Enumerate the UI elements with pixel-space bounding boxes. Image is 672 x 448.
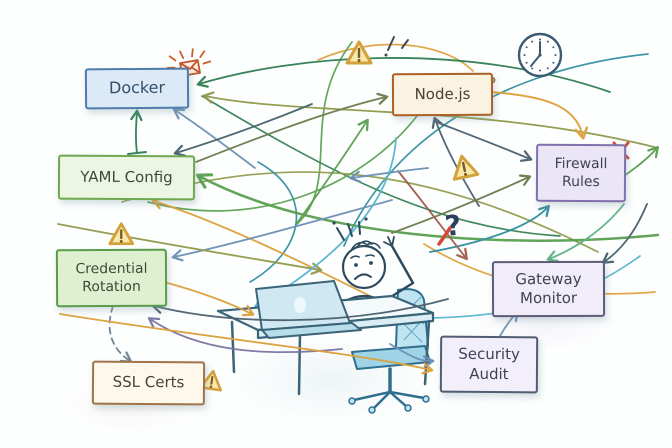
laptop bbox=[255, 280, 362, 339]
node-ssl-certs-label: SSL Certs bbox=[112, 372, 185, 392]
node-yaml-config-label: YAML Config bbox=[80, 167, 173, 186]
node-ssl-certs: SSL Certs bbox=[91, 360, 206, 406]
node-docker: Docker bbox=[84, 67, 190, 110]
red-tick-icon bbox=[437, 226, 452, 246]
warning-triangle-ssl-icon bbox=[199, 369, 223, 392]
exclaim-marks-icon bbox=[384, 36, 409, 57]
warning-triangle-credential-icon bbox=[108, 222, 135, 246]
node-gateway-monitor: Gateway Monitor bbox=[491, 260, 606, 318]
warning-triangle-mid-icon bbox=[452, 154, 480, 181]
node-yaml-config: YAML Config bbox=[57, 154, 196, 201]
node-credential-rotation-label: Credential Rotation bbox=[75, 260, 148, 296]
node-security-audit-label: Security Audit bbox=[458, 344, 520, 383]
node-firewall-rules-label: Firewall Rules bbox=[554, 155, 608, 191]
arrow-connections-front bbox=[59, 281, 519, 375]
stress-marks-icon bbox=[332, 217, 368, 241]
node-firewall-rules: Firewall Rules bbox=[535, 143, 627, 203]
warning-triangle-nodejs-icon bbox=[345, 40, 373, 65]
node-gateway-monitor-label: Gateway Monitor bbox=[515, 269, 582, 308]
question-mark-mid-icon: ? bbox=[443, 208, 463, 243]
node-credential-rotation: Credential Rotation bbox=[55, 248, 168, 308]
node-nodejs: Node.js bbox=[391, 72, 494, 117]
node-security-audit: Security Audit bbox=[439, 335, 539, 394]
clock-icon bbox=[517, 32, 563, 78]
node-nodejs-label: Node.js bbox=[414, 84, 471, 103]
node-docker-label: Docker bbox=[108, 77, 166, 98]
